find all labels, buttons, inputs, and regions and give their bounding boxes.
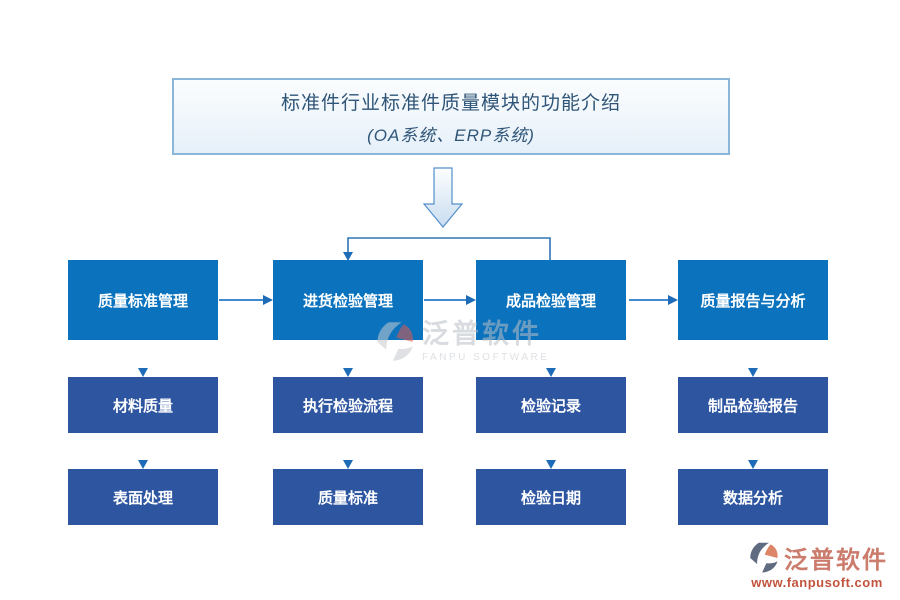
node-surface-treatment: 表面处理: [68, 469, 218, 525]
node-inspection-record: 检验记录: [476, 377, 626, 433]
node-execute-inspection-process: 执行检验流程: [273, 377, 423, 433]
title-line-2: (OA系统、ERP系统): [367, 125, 535, 145]
node-quality-report-analysis: 质量报告与分析: [678, 260, 828, 340]
title-line-1: 标准件行业标准件质量模块的功能介绍: [280, 92, 621, 114]
node-incoming-inspection-management: 进货检验管理: [273, 260, 423, 340]
node-inspection-date: 检验日期: [476, 469, 626, 525]
footer-logo: 泛普软件 www.fanpusoft.com: [746, 540, 888, 590]
node-quality-standard: 质量标准: [273, 469, 423, 525]
node-quality-standard-management: 质量标准管理: [68, 260, 218, 340]
big-down-arrow: [422, 167, 464, 228]
node-finished-product-inspection-management: 成品检验管理: [476, 260, 626, 340]
diagram-title-box: 标准件行业标准件质量模块的功能介绍 (OA系统、ERP系统): [172, 78, 730, 155]
node-material-quality: 材料质量: [68, 377, 218, 433]
fanpu-logo-icon: [750, 542, 778, 572]
node-data-analysis: 数据分析: [678, 469, 828, 525]
footer-logo-name: 泛普软件: [784, 547, 888, 574]
footer-logo-url: www.fanpusoft.com: [751, 575, 883, 590]
node-product-inspection-report: 制品检验报告: [678, 377, 828, 433]
